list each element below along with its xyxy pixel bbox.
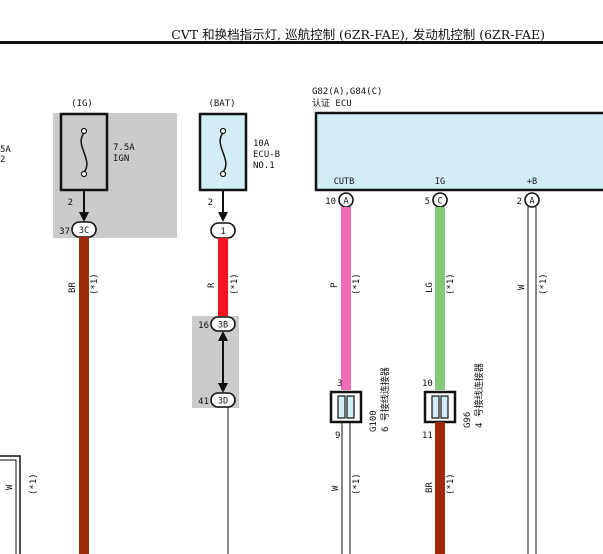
g100-terminal-left [337, 395, 346, 419]
ig-ecu-wire-green [435, 207, 445, 390]
cutb-wire-color: P [330, 282, 340, 288]
bat-joint-bottom-label: 3D [218, 397, 228, 407]
ig-fuse-name: IGN [113, 154, 129, 164]
bat-wire-color: R [207, 282, 217, 288]
g100-pin-bottom: 9 [335, 431, 340, 441]
ig-wire-brown [79, 237, 89, 554]
ecu-pin-label-cutb: CUTB [334, 177, 354, 187]
ecu-connector-plusb [524, 192, 540, 208]
left-cut-label-2: 2 [0, 155, 5, 165]
left-partial-box-inner [0, 459, 17, 554]
g96-wire-brown [435, 422, 445, 554]
ig-fuse-rating: 7.5A [113, 143, 135, 153]
arrow-down-icon [218, 212, 228, 222]
arrow-up-icon [218, 331, 228, 341]
bat-joint-bottom-connector [210, 392, 236, 408]
ecu-pin-number-cutb: 10 [325, 197, 336, 207]
g100-code: G100 [369, 410, 379, 432]
g96-pin-top: 10 [422, 379, 433, 389]
arrow-down-icon [79, 212, 89, 222]
plusb-wire-note: (*1) [539, 273, 549, 295]
ig-ecu-wire-color: LG [425, 282, 435, 293]
ig-supply-label: (IG) [71, 99, 93, 109]
plusb-wire-color: W [517, 284, 527, 290]
header-rule [0, 41, 603, 44]
cutb-wire-pink [341, 207, 351, 390]
ecu-connector-label-plusb: A [529, 197, 534, 207]
bat-fuse-rating: 10A [253, 139, 270, 149]
g100-name: 6 号接线连接器 [379, 367, 391, 432]
bat-fuse-name-1: ECU-B [253, 150, 280, 160]
page-title: CVT 和换档指示灯, 巡航控制 (6ZR-FAE), 发动机控制 (6ZR-F… [171, 27, 545, 42]
ecu-pin-label-plusb: +B [527, 177, 537, 187]
left-box-wire-color: W [5, 484, 15, 490]
ig-connector-pin: 37 [59, 227, 70, 237]
ecu-connector-label-cutb: A [343, 197, 348, 207]
g96-terminal-left [431, 395, 440, 419]
cutb-wire-note: (*1) [352, 273, 362, 295]
bat-wire-note: (*1) [230, 273, 240, 295]
g100-junction-connector [329, 390, 363, 424]
bat-joint-bottom-pin: 41 [198, 397, 209, 407]
bat-joint-top-pin: 16 [198, 321, 209, 331]
bat-connector-label: 1 [220, 227, 225, 237]
ig-wire-note: (*1) [90, 273, 100, 295]
arrow-down-icon [218, 383, 228, 393]
ig-wire-color: BR [68, 282, 78, 293]
g96-name: 4 号接线连接器 [473, 363, 485, 428]
g96-terminal-right [440, 395, 449, 419]
g100-wire-color: W [331, 485, 341, 491]
bat-supply-label: (BAT) [208, 99, 235, 109]
ecu-pin-label-ig: IG [435, 177, 445, 187]
ig-connector-label: 3C [79, 226, 89, 236]
g100-terminal-right [346, 395, 355, 419]
g96-pin-bottom: 11 [422, 431, 433, 441]
g100-pin-top: 3 [337, 379, 342, 389]
ecu-pin-number-plusb: 2 [517, 197, 522, 207]
fuse-icon [80, 127, 88, 178]
bat-fuse-pin: 2 [208, 198, 213, 208]
ecu-box [314, 111, 603, 192]
g96-wire-note: (*1) [446, 473, 456, 495]
bat-joint-top-label: 3B [218, 321, 228, 331]
fuse-icon [219, 127, 227, 178]
ecu-code: G82(A),G84(C) [312, 87, 382, 97]
ecu-name: 认证 ECU [312, 97, 352, 109]
g96-junction-connector [423, 390, 457, 424]
g100-wire-note: (*1) [352, 473, 362, 495]
ecu-connector-label-ig: C [437, 197, 442, 207]
ig-fuse-pin: 2 [68, 198, 73, 208]
left-partial-box [0, 455, 21, 554]
g96-code: G96 [463, 412, 473, 428]
ecu-pin-number-ig: 5 [425, 197, 430, 207]
ig-fuse-shaded-area [53, 113, 177, 238]
ig-ecu-wire-note: (*1) [446, 273, 456, 295]
left-box-wire-note: (*1) [29, 473, 39, 495]
g96-wire-color: BR [425, 482, 435, 493]
bat-fuse-name-2: NO.1 [253, 161, 275, 171]
bat-wire-red [218, 238, 228, 316]
left-cut-label-1: 5A [0, 145, 11, 155]
